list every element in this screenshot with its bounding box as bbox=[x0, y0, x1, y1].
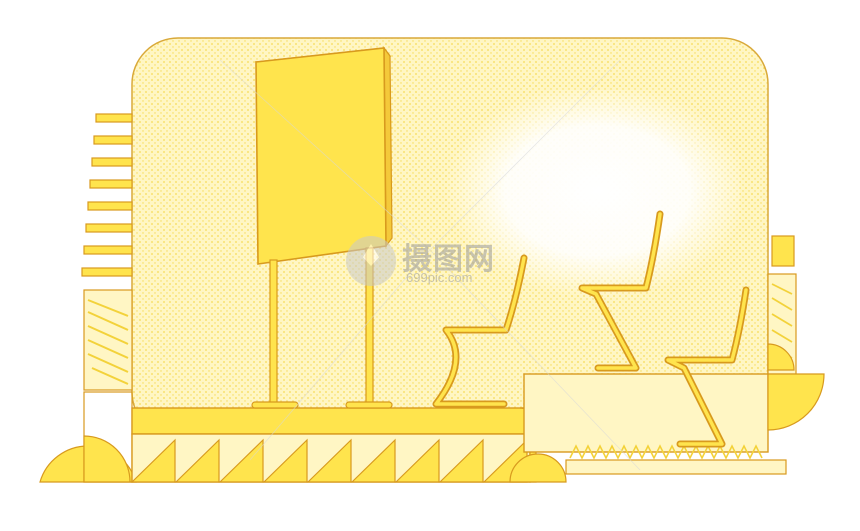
left-scribble bbox=[87, 299, 129, 385]
stage-top bbox=[131, 407, 531, 435]
right-platform bbox=[523, 373, 769, 453]
chair-left-fill bbox=[434, 256, 526, 406]
watermark-title: 摄图网 bbox=[402, 242, 495, 277]
stage-right-half-circle bbox=[509, 453, 567, 483]
right-small-square bbox=[771, 235, 795, 267]
left-block bbox=[83, 289, 133, 391]
watermark-subtitle: 699pic.com bbox=[406, 270, 473, 285]
left-quarter bbox=[83, 435, 131, 483]
background-glow bbox=[400, 90, 740, 330]
right-quarter-circle bbox=[767, 373, 825, 431]
watermark-lines bbox=[219, 59, 641, 471]
right-step bbox=[565, 459, 787, 475]
watermark: 摄图网 699pic.com bbox=[346, 232, 526, 292]
watermark-logo-icon bbox=[346, 236, 396, 286]
chair-back-fill bbox=[580, 212, 662, 370]
grass-scribble bbox=[569, 444, 763, 460]
left-stripes bbox=[81, 113, 133, 277]
chair-front-fill bbox=[666, 288, 748, 446]
right-scribble bbox=[771, 283, 793, 359]
right-half-disc bbox=[767, 343, 795, 371]
